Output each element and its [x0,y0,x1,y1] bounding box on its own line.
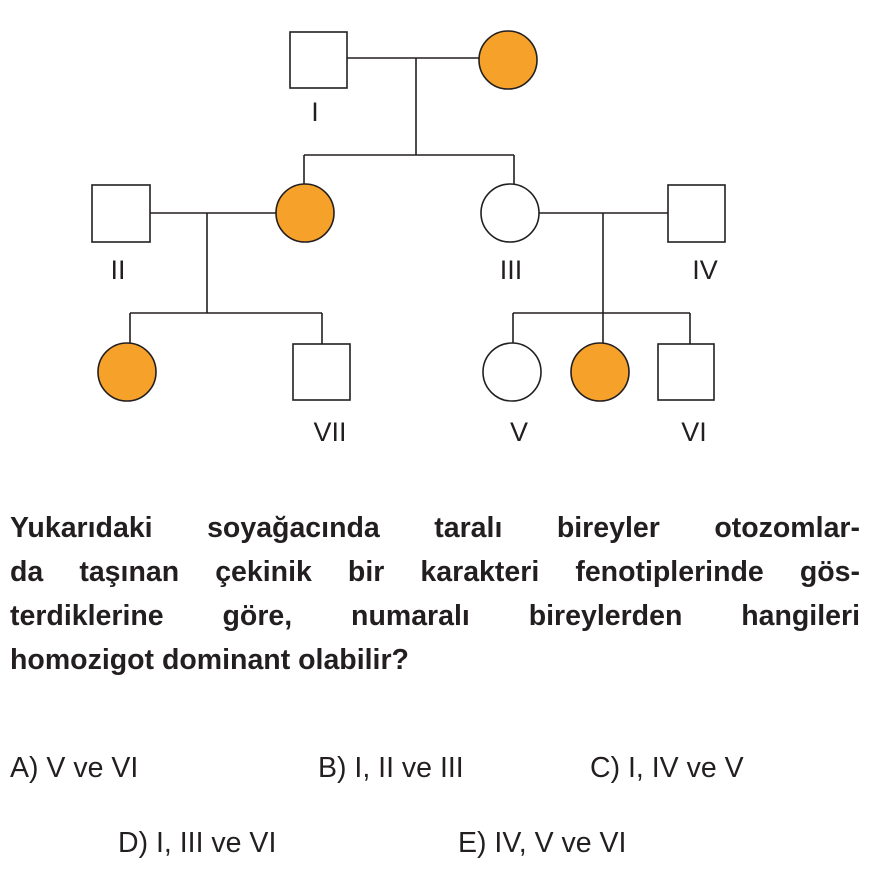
label-VI: VI [681,417,707,447]
label-II: II [110,255,125,285]
affected-female-gen2 [275,183,335,243]
label-I: I [311,97,319,127]
question-line: homozigot dominant olabilir? [10,644,409,676]
question-line: terdiklerine göre, numaralı bireylerden … [10,600,860,632]
option-e[interactable]: E) IV, V ve VI [458,827,627,859]
male-individual-VII [292,343,351,401]
female-individual-V [482,342,542,402]
label-V: V [510,417,528,447]
male-individual-IV [667,184,726,243]
male-individual-II [91,184,151,243]
option-a[interactable]: A) V ve VI [10,752,139,784]
affected-female-gen3-right [570,342,630,402]
pedigree-lines [129,57,691,344]
label-III: III [500,255,523,285]
option-d[interactable]: D) I, III ve VI [118,827,277,859]
label-IV: IV [692,255,718,285]
male-individual-I [289,31,348,89]
question-line: da taşınan çekinik bir karakteri fenotip… [10,556,860,588]
question-text: Yukarıdaki soyağacında taralı bireyler o… [10,506,860,682]
question-line: Yukarıdaki soyağacında taralı bireyler o… [10,512,860,544]
affected-female-gen1 [478,30,538,90]
male-individual-VI [657,343,715,401]
pedigree-chart: I II III IV VII V VI [91,30,726,447]
option-c[interactable]: C) I, IV ve V [590,752,744,784]
option-b[interactable]: B) I, II ve III [318,752,464,784]
female-individual-III [480,183,540,243]
label-VII: VII [313,417,346,447]
affected-female-gen3-left [97,342,157,402]
